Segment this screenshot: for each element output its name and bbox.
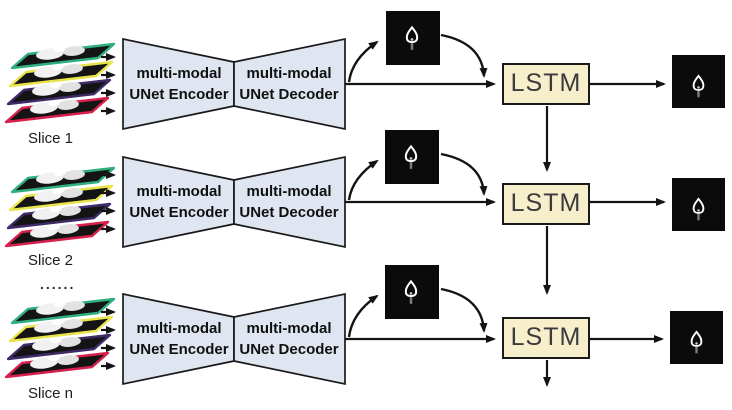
output-mask-image-3 [670, 311, 723, 364]
decoder-label-2-line1: multi-modal [246, 183, 332, 200]
mri-slice-sheet-2-3 [8, 184, 114, 212]
mri-slice-sheet-3-2 [6, 333, 112, 361]
encoder-label-2-line2: UNet Encoder [129, 204, 229, 221]
intermediate-mask-image-1 [386, 11, 440, 65]
arc-from-mask-arrow-1 [440, 33, 488, 78]
mri-slice-sheet-2-4 [10, 166, 116, 194]
encoder-label-2-line1: multi-modal [136, 183, 222, 200]
mri-slice-sheet-2-2 [6, 202, 112, 230]
output-mask-image-2 [672, 178, 725, 231]
brain-region-blob [54, 300, 66, 308]
decoder-label-3: multi-modal UNet Decoder [234, 316, 344, 362]
brain-region-blob [59, 206, 81, 216]
slice-1-label: Slice 1 [28, 130, 74, 147]
teardrop-mask-icon [693, 74, 705, 98]
encoder-label-3: multi-modal UNet Encoder [124, 316, 234, 362]
decoder-shape-2 [233, 155, 346, 249]
brain-region-blob [61, 64, 83, 74]
brain-region-blob [61, 188, 83, 198]
teardrop-mask-icon [405, 144, 418, 169]
decoder-label-3-line1: multi-modal [246, 320, 332, 337]
brain-region-blob [59, 337, 81, 347]
decoder-label-1-line2: UNet Decoder [239, 86, 339, 103]
brain-region-blob [52, 187, 64, 195]
decoder-shape-1 [233, 37, 346, 131]
brain-region-blob [57, 100, 79, 110]
brain-region-blob [63, 170, 85, 180]
brain-region-blob [48, 354, 60, 362]
arc-from-mask-arrow-3 [440, 287, 488, 333]
slice-2-label: Slice 2 [28, 252, 74, 269]
lstm-box-1: LSTM [502, 63, 590, 105]
slice-n-label: Slice n [28, 385, 74, 402]
mri-slice-sheet-1-3 [8, 60, 114, 88]
brain-region-blob [48, 99, 60, 107]
mri-slice-sheet-3-3 [8, 315, 114, 343]
arc-from-mask-arrow-2 [440, 152, 488, 196]
teardrop-mask-icon [406, 25, 419, 50]
decoder-label-1-line1: multi-modal [246, 65, 332, 82]
lstm-box-3: LSTM [502, 317, 590, 359]
encoder-label-3-line2: UNet Encoder [129, 341, 229, 358]
mri-slice-sheet-3-1 [4, 351, 110, 379]
arc-to-mask-arrow-3 [347, 294, 379, 338]
brain-region-blob [59, 82, 81, 92]
brain-region-blob [54, 169, 66, 177]
brain-region-blob [57, 224, 79, 234]
encoder-label-1-line1: multi-modal [136, 65, 222, 82]
brain-region-blob [52, 318, 64, 326]
brain-region-blob [48, 223, 60, 231]
intermediate-mask-image-3 [385, 265, 439, 319]
decoder-label-1: multi-modal UNet Decoder [234, 61, 344, 107]
teardrop-mask-icon [693, 197, 705, 221]
mri-slice-sheet-3-4 [10, 297, 116, 325]
output-mask-image-1 [672, 55, 725, 108]
intermediate-mask-image-2 [385, 130, 439, 184]
teardrop-mask-icon [405, 279, 418, 304]
brain-region-blob [63, 301, 85, 311]
brain-region-blob [61, 319, 83, 329]
encoder-label-1: multi-modal UNet Encoder [124, 61, 234, 107]
brain-region-blob [50, 205, 62, 213]
teardrop-mask-icon [691, 330, 703, 354]
arc-to-mask-arrow-2 [347, 159, 379, 201]
mri-slice-sheet-1-1 [4, 96, 110, 124]
encoder-label-3-line1: multi-modal [136, 320, 222, 337]
brain-region-blob [50, 81, 62, 89]
brain-region-blob [63, 46, 85, 56]
brain-region-blob [57, 355, 79, 365]
brain-region-blob [50, 336, 62, 344]
decoder-label-3-line2: UNet Decoder [239, 341, 339, 358]
encoder-label-1-line2: UNet Encoder [129, 86, 229, 103]
brain-region-blob [54, 45, 66, 53]
brain-region-blob [52, 63, 64, 71]
encoder-label-2: multi-modal UNet Encoder [124, 179, 234, 225]
decoder-label-2: multi-modal UNet Decoder [234, 179, 344, 225]
mri-slice-sheet-1-2 [6, 78, 112, 106]
arc-to-mask-arrow-1 [347, 40, 379, 83]
mri-slice-sheet-1-4 [10, 42, 116, 70]
slice-ellipsis: ...... [40, 276, 76, 292]
lstm-box-2: LSTM [502, 183, 590, 225]
decoder-shape-3 [233, 292, 346, 386]
mri-slice-sheet-2-1 [4, 220, 110, 248]
decoder-label-2-line2: UNet Decoder [239, 204, 339, 221]
